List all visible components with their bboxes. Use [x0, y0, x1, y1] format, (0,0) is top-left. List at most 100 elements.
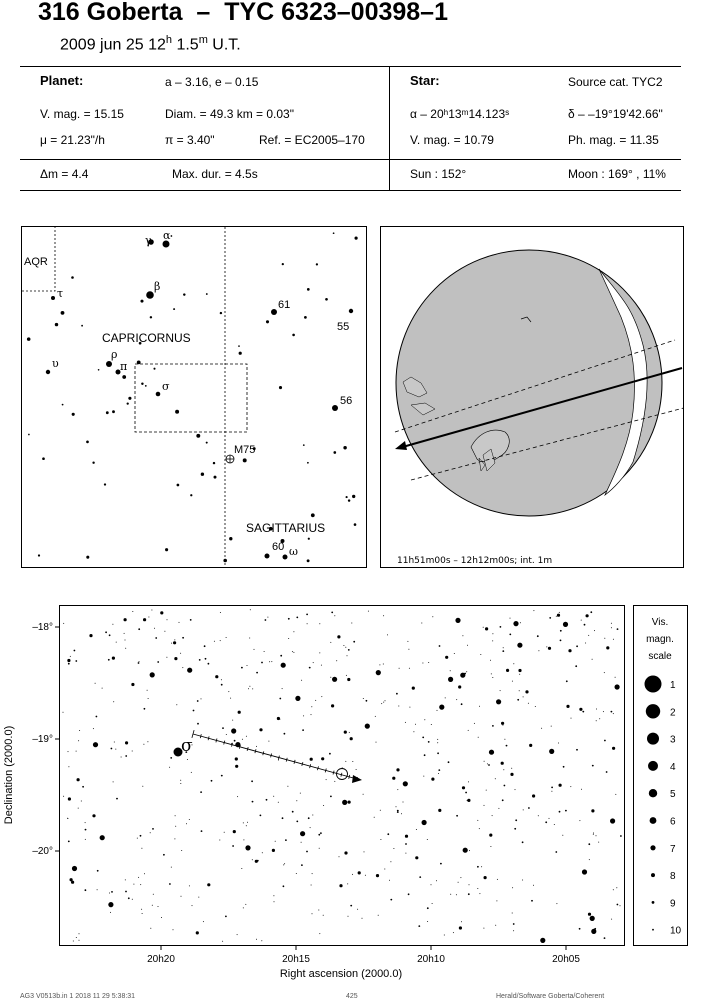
field-star: [477, 819, 479, 821]
field-star: [89, 634, 93, 638]
field-star: [198, 896, 200, 898]
field-star: [408, 648, 410, 650]
legend-dot-6: [649, 817, 657, 824]
field-star: [81, 324, 83, 327]
field-star: [426, 907, 429, 910]
field-star: [166, 656, 168, 658]
field-star: [411, 686, 415, 690]
field-star: [398, 705, 400, 707]
field-star: [178, 621, 180, 623]
field-star: [169, 766, 171, 768]
field-star: [321, 696, 323, 698]
field-star: [155, 637, 158, 639]
track-tick: [309, 764, 312, 769]
field-star: [519, 673, 521, 675]
field-star: [112, 623, 114, 625]
legend-title-1: Vis.: [652, 617, 669, 628]
field-star: [273, 895, 275, 897]
field-star: [404, 721, 406, 723]
field-star: [249, 637, 251, 639]
field-star: [603, 937, 606, 939]
field-star: [92, 728, 94, 730]
field-star: [318, 833, 321, 836]
field-star: [390, 898, 393, 901]
field-star: [249, 609, 251, 611]
field-star: [345, 496, 348, 499]
field-star: [380, 839, 382, 840]
m75-cluster-icon: [225, 454, 235, 464]
field-star: [112, 410, 115, 414]
label-omega: ω: [289, 545, 298, 558]
ytick-label-20: –20°: [32, 846, 53, 857]
table-bottom-rule: [20, 190, 681, 191]
field-star: [503, 784, 506, 787]
field-star: [138, 628, 141, 631]
field-star: [541, 727, 543, 729]
field-star: [603, 672, 605, 674]
label-pi: π: [120, 360, 127, 373]
field-star: [136, 837, 138, 839]
track-tick: [340, 772, 343, 777]
field-star: [183, 293, 186, 296]
field-star: [300, 841, 302, 843]
field-star: [332, 232, 335, 235]
field-star: [379, 809, 381, 811]
track-tick: [207, 736, 210, 741]
field-star: [276, 716, 280, 721]
field-star: [256, 859, 259, 862]
constellation-stars: [26, 232, 358, 563]
field-star: [174, 657, 178, 661]
planet-diam: Diam. = 49.3 km = 0.03": [165, 107, 294, 121]
legend-title-3: scale: [648, 651, 672, 662]
field-star: [75, 937, 77, 938]
field-star: [466, 799, 468, 801]
field-star: [594, 630, 595, 632]
field-star: [200, 698, 202, 700]
field-star: [232, 830, 236, 834]
field-star: [599, 718, 601, 720]
field-star: [79, 730, 81, 731]
field-star: [141, 382, 144, 385]
field-star: [142, 785, 144, 787]
field-star: [320, 664, 322, 666]
planet-parallax: π = 3.40": [165, 133, 215, 147]
field-star: [364, 723, 370, 729]
field-star: [329, 752, 331, 755]
track-tick: [324, 768, 327, 773]
legend-label-2: 2: [670, 707, 676, 718]
field-star: [489, 833, 493, 837]
field-star: [527, 702, 529, 704]
minute-unit: m: [198, 34, 208, 46]
track-tick: [231, 742, 233, 747]
field-star: [103, 483, 107, 486]
field-star: [346, 655, 348, 657]
field-star: [67, 662, 70, 665]
track-tick: [332, 770, 335, 775]
star-phmag: Ph. mag. = 11.35: [568, 133, 659, 147]
field-star: [568, 649, 572, 653]
field-star: [306, 613, 308, 616]
legend-dot-3: [647, 732, 659, 745]
field-star: [151, 904, 153, 906]
field-star: [455, 894, 457, 896]
field-star: [483, 804, 485, 806]
field-star: [408, 667, 410, 669]
field-star: [207, 662, 210, 665]
field-star: [347, 915, 349, 917]
field-star: [503, 769, 505, 771]
field-star: [109, 892, 110, 894]
field-star: [116, 797, 118, 800]
field-star: [249, 685, 251, 687]
field-star: [517, 698, 520, 701]
field-star: [513, 663, 515, 665]
field-star: [333, 451, 337, 454]
field-star: [488, 749, 495, 755]
field-star: [460, 672, 466, 678]
star-upsilon: [45, 369, 51, 375]
field-star: [421, 622, 423, 624]
field-star: [176, 704, 178, 706]
field-star: [323, 805, 325, 806]
target-label: σ: [181, 736, 193, 756]
field-star: [245, 735, 247, 737]
field-star: [312, 814, 314, 816]
